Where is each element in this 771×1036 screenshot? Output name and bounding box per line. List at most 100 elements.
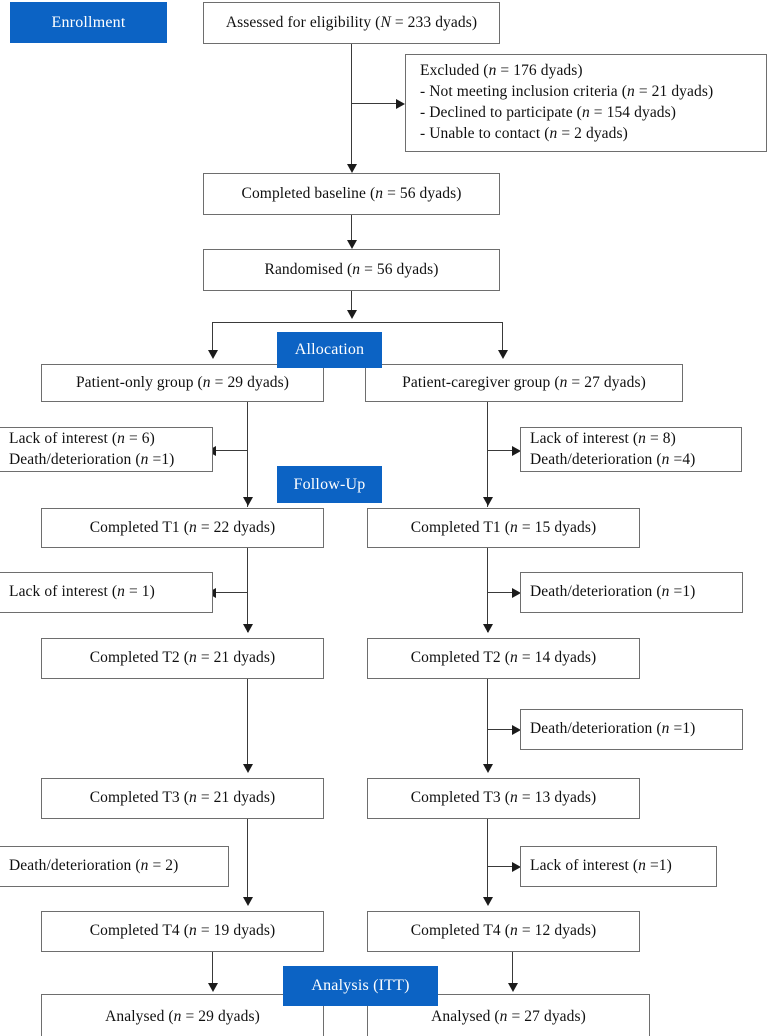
arrowhead-left-t2-to-t3	[243, 764, 253, 773]
arrowhead-right-dropout-t3	[512, 725, 521, 735]
stage-badge-followup-label: Follow-Up	[293, 475, 366, 493]
arrowhead-baseline-to-randomised	[347, 240, 357, 249]
box-right-t2-text: Completed T2 (n = 14 dyads)	[410, 649, 597, 667]
left-dropout-t1-1: Death/deterioration (n =1)	[9, 450, 175, 468]
box-right-dropout-t4-lines: Lack of interest (n =1)	[530, 856, 716, 877]
connector-left-t3-to-t4	[247, 819, 248, 903]
box-right-dropout-t1-lines: Lack of interest (n = 8) Death/deteriora…	[530, 429, 741, 471]
right-dropout-t1-0: Lack of interest (n = 8)	[530, 429, 676, 447]
right-dropout-t4-0: Lack of interest (n =1)	[530, 857, 672, 875]
box-right-t4-text: Completed T4 (n = 12 dyads)	[410, 922, 597, 940]
connector-randomised-down	[351, 291, 352, 312]
connector-left-t2-to-t3	[247, 679, 248, 771]
connector-left-t1-to-t2	[247, 548, 248, 632]
arrowhead-right-dropout-t2	[512, 588, 521, 598]
left-dropout-t2-0: Lack of interest (n = 1)	[9, 583, 155, 601]
connector-left-dropout-t1	[213, 450, 248, 451]
box-assessed-for-eligibility: Assessed for eligibility (N = 233 dyads)	[203, 2, 500, 44]
box-right-dropout-t1: Lack of interest (n = 8) Death/deteriora…	[520, 427, 742, 472]
excluded-title: Excluded (n = 176 dyads)	[420, 62, 583, 80]
arrowhead-allocation-right	[498, 350, 508, 359]
box-right-t2: Completed T2 (n = 14 dyads)	[367, 638, 640, 679]
arrowhead-randomised-split	[347, 310, 357, 319]
connector-assessed-to-excluded	[351, 103, 397, 104]
left-dropout-t4-0: Death/deterioration (n = 2)	[9, 857, 179, 875]
arrowhead-right-dropout-t1	[512, 446, 521, 456]
stage-badge-enrollment: Enrollment	[10, 2, 167, 43]
stage-badge-allocation-label: Allocation	[294, 341, 365, 358]
connector-right-t3-to-t4	[487, 819, 488, 903]
connector-right-t2-to-t3	[487, 679, 488, 771]
stage-badge-followup: Follow-Up	[277, 466, 382, 503]
connector-left-t4-to-analysed	[212, 952, 213, 986]
box-assessed-for-eligibility-text: Assessed for eligibility (N = 233 dyads)	[225, 13, 478, 31]
connector-right-t1-to-t2	[487, 548, 488, 632]
left-dropout-t1-0: Lack of interest (n = 6)	[9, 429, 155, 447]
box-left-t3: Completed T3 (n = 21 dyads)	[41, 778, 324, 819]
connector-allocation-right-drop	[502, 322, 503, 353]
box-left-dropout-t2: Lack of interest (n = 1)	[0, 572, 213, 613]
box-right-analysed-text: Analysed (n = 27 dyads)	[431, 1007, 586, 1025]
box-right-t1: Completed T1 (n = 15 dyads)	[367, 508, 640, 548]
stage-badge-analysis: Analysis (ITT)	[283, 966, 438, 1006]
box-right-dropout-t2-lines: Death/deterioration (n =1)	[530, 582, 742, 603]
stage-badge-analysis-label: Analysis (ITT)	[311, 977, 410, 994]
box-left-t2-text: Completed T2 (n = 21 dyads)	[89, 649, 276, 667]
box-left-t1-text: Completed T1 (n = 22 dyads)	[89, 518, 276, 536]
stage-badge-allocation: Allocation	[277, 332, 382, 368]
box-left-t2: Completed T2 (n = 21 dyads)	[41, 638, 324, 679]
box-right-dropout-t3-lines: Death/deterioration (n =1)	[530, 719, 742, 740]
right-dropout-t2-0: Death/deterioration (n =1)	[530, 583, 696, 601]
box-right-group-text: Patient-caregiver group (n = 27 dyads)	[402, 373, 646, 391]
connector-right-t4-to-analysed	[512, 952, 513, 986]
box-left-dropout-t1-lines: Lack of interest (n = 6) Death/deteriora…	[9, 429, 212, 471]
excluded-reason-0: - Not meeting inclusion criteria (n = 21…	[420, 83, 714, 101]
box-right-dropout-t4: Lack of interest (n =1)	[520, 846, 717, 887]
connector-left-group-to-t1	[247, 402, 248, 507]
arrowhead-right-t2-to-t3	[483, 764, 493, 773]
arrowhead-right-t3-to-t4	[483, 897, 493, 906]
box-excluded: Excluded (n = 176 dyads) - Not meeting i…	[405, 54, 767, 152]
box-completed-baseline: Completed baseline (n = 56 dyads)	[203, 173, 500, 215]
box-left-dropout-t1: Lack of interest (n = 6) Death/deteriora…	[0, 427, 213, 472]
box-left-group-text: Patient-only group (n = 29 dyads)	[75, 373, 290, 391]
box-excluded-lines: Excluded (n = 176 dyads) - Not meeting i…	[420, 61, 766, 145]
connector-right-dropout-t1	[487, 450, 514, 451]
right-dropout-t3-0: Death/deterioration (n =1)	[530, 720, 696, 738]
box-right-group: Patient-caregiver group (n = 27 dyads)	[365, 364, 683, 402]
right-dropout-t1-1: Death/deterioration (n =4)	[530, 450, 696, 468]
connector-right-dropout-t2	[487, 592, 514, 593]
arrowhead-left-t4-to-analysed	[208, 983, 218, 992]
arrowhead-allocation-left	[208, 350, 218, 359]
box-left-dropout-t4-lines: Death/deterioration (n = 2)	[9, 856, 228, 877]
box-left-t4-text: Completed T4 (n = 19 dyads)	[89, 922, 276, 940]
box-right-t3: Completed T3 (n = 13 dyads)	[367, 778, 640, 819]
box-left-t1: Completed T1 (n = 22 dyads)	[41, 508, 324, 548]
box-right-t3-text: Completed T3 (n = 13 dyads)	[410, 789, 597, 807]
box-left-analysed-text: Analysed (n = 29 dyads)	[105, 1007, 260, 1025]
arrowhead-to-excluded	[396, 99, 405, 109]
arrowhead-assessed-to-baseline	[347, 164, 357, 173]
connector-right-dropout-t4	[487, 866, 514, 867]
box-randomised-text: Randomised (n = 56 dyads)	[264, 260, 439, 278]
box-left-group: Patient-only group (n = 29 dyads)	[41, 364, 324, 402]
excluded-reason-2: - Unable to contact (n = 2 dyads)	[420, 124, 628, 142]
arrowhead-right-t1-to-t2	[483, 624, 493, 633]
connector-right-dropout-t3	[487, 729, 514, 730]
arrowhead-left-t1-to-t2	[243, 624, 253, 633]
box-left-dropout-t2-lines: Lack of interest (n = 1)	[9, 582, 212, 603]
box-left-t4: Completed T4 (n = 19 dyads)	[41, 911, 324, 952]
arrowhead-right-dropout-t4	[512, 862, 521, 872]
connector-right-group-to-t1	[487, 402, 488, 507]
connector-assessed-to-baseline	[351, 44, 352, 164]
arrowhead-left-group-to-t1	[243, 497, 253, 506]
box-left-analysed: Analysed (n = 29 dyads)	[41, 994, 324, 1036]
excluded-reason-1: - Declined to participate (n = 154 dyads…	[420, 104, 677, 121]
connector-baseline-to-randomised	[351, 215, 352, 241]
arrowhead-right-group-to-t1	[483, 497, 493, 506]
box-right-t4: Completed T4 (n = 12 dyads)	[367, 911, 640, 952]
box-right-dropout-t3: Death/deterioration (n =1)	[520, 709, 743, 750]
stage-badge-enrollment-label: Enrollment	[51, 13, 126, 31]
box-right-dropout-t2: Death/deterioration (n =1)	[520, 572, 743, 613]
box-left-t3-text: Completed T3 (n = 21 dyads)	[89, 789, 276, 807]
